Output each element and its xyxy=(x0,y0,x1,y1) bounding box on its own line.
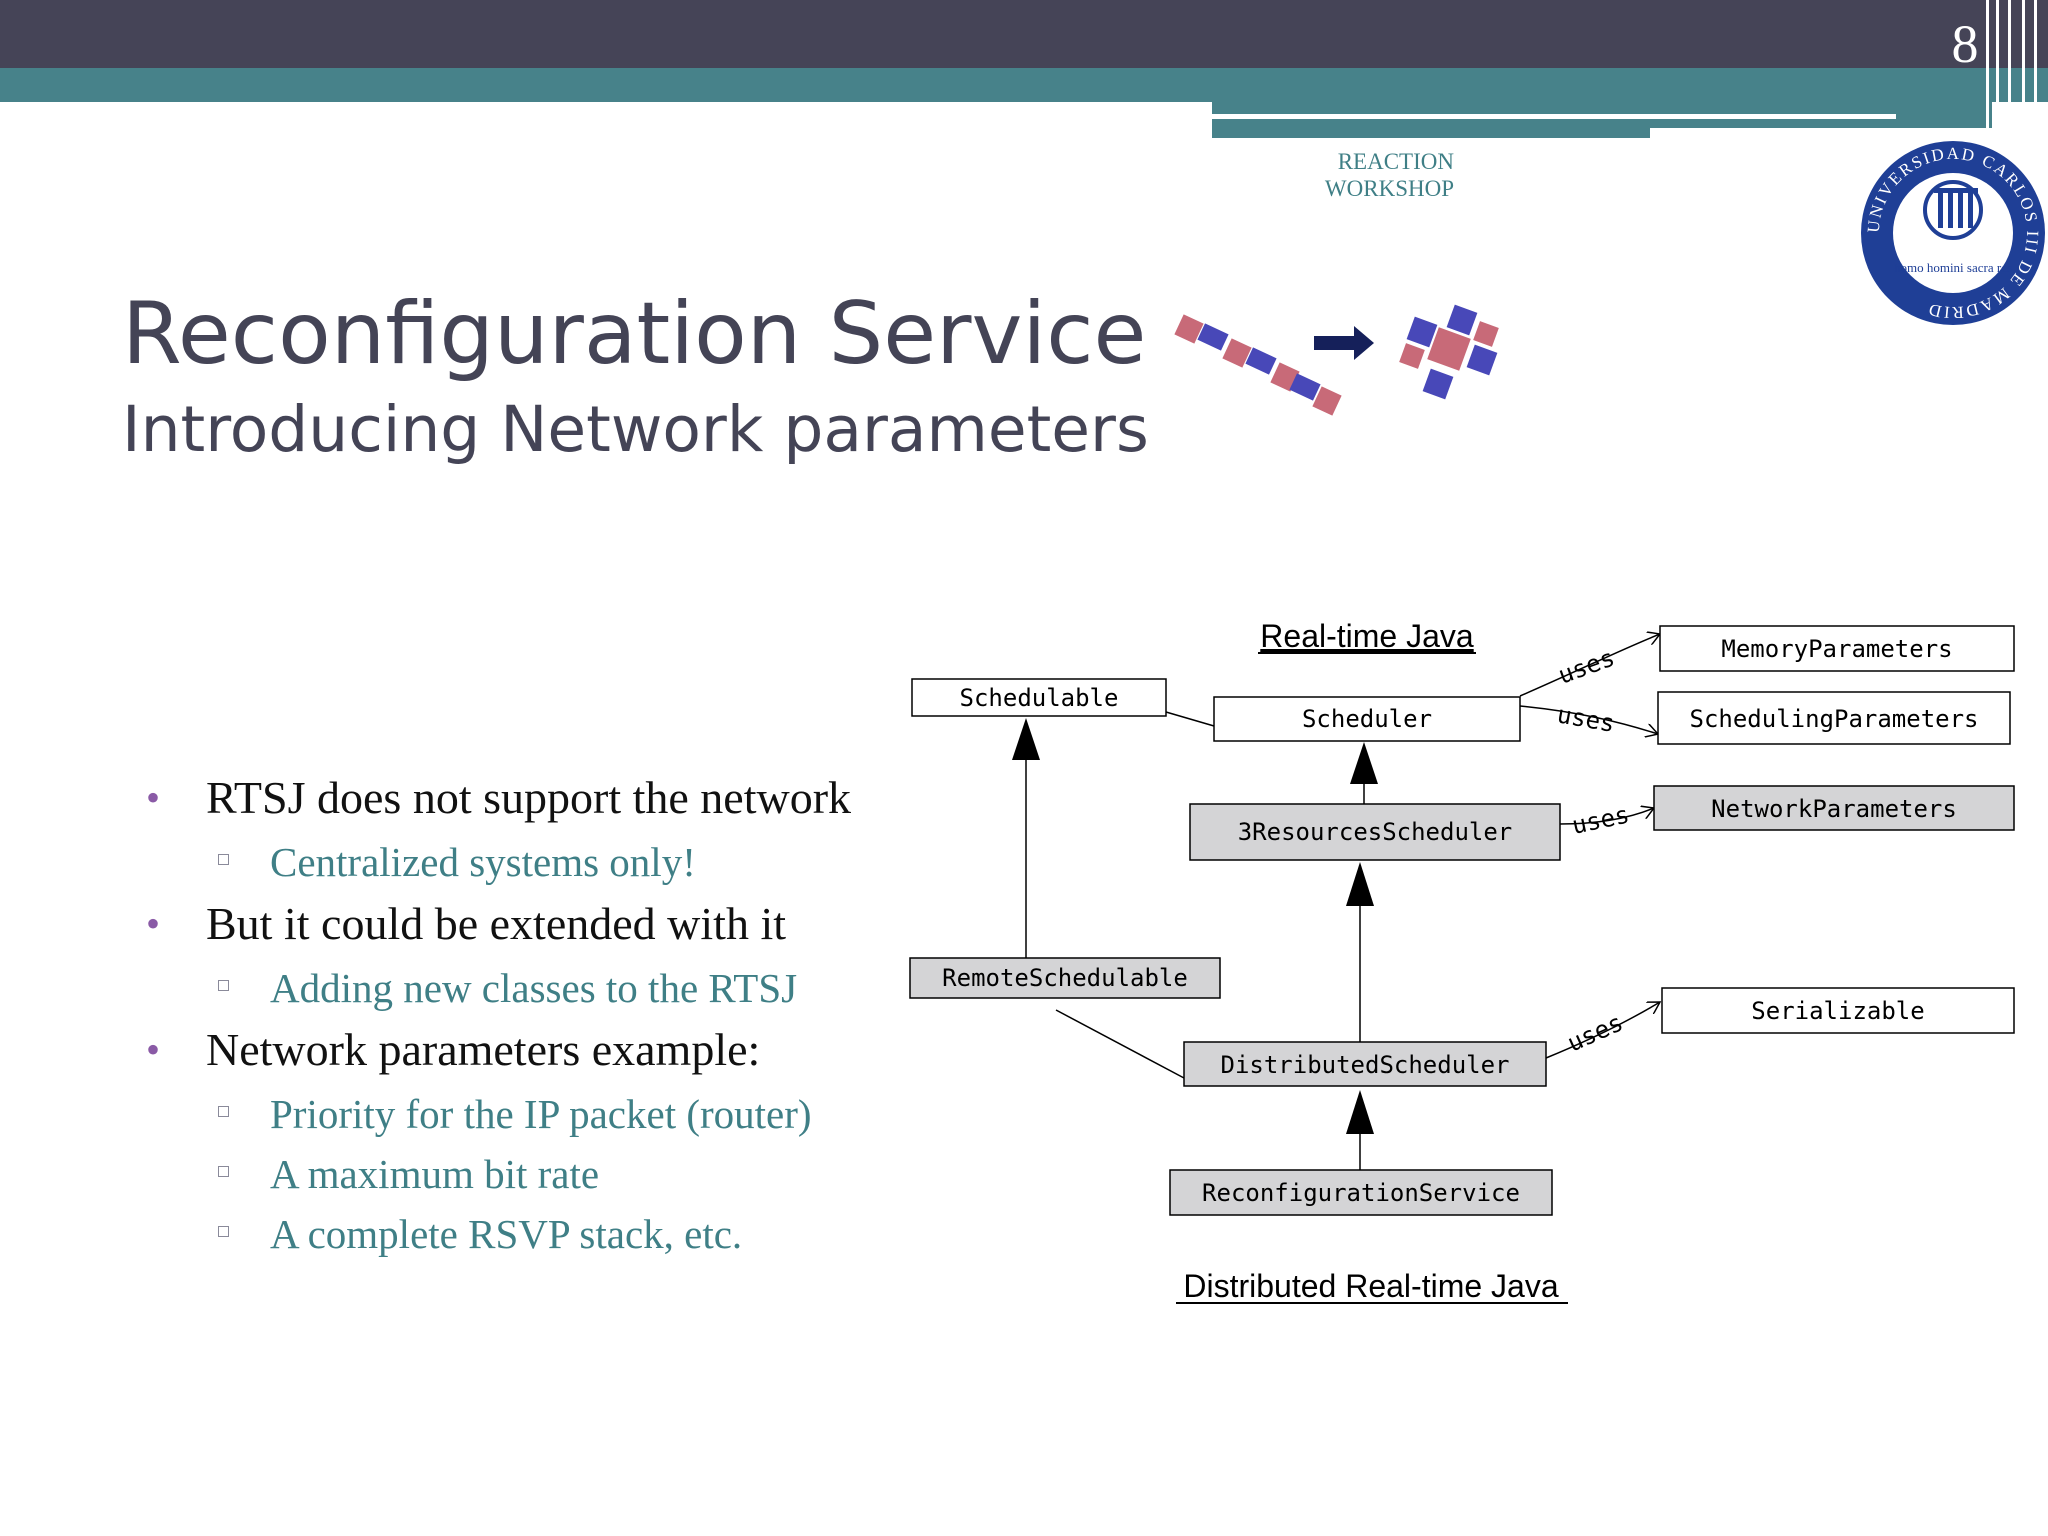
workshop-label: REACTION WORKSHOP xyxy=(1300,148,1454,202)
slide-title: Reconfiguration Service xyxy=(122,284,1147,384)
uses-label: uses xyxy=(1563,1008,1627,1057)
svg-text:homo homini sacra res: homo homini sacra res xyxy=(1894,260,2012,275)
bullet-dot-icon: • xyxy=(146,775,161,820)
sub-bullet-square-icon xyxy=(218,1226,229,1237)
svg-text:Schedulable: Schedulable xyxy=(960,684,1119,712)
class-box-scheduling-parameters: SchedulingParameters xyxy=(1657,691,2011,745)
header-divider-line xyxy=(1212,114,1896,119)
slide-subtitle: Introducing Network parameters xyxy=(122,393,1149,466)
distributed-real-time-java-label: Distributed Real-time Java xyxy=(1183,1268,1558,1304)
sub-bullet-text: Priority for the IP packet (router) xyxy=(270,1091,812,1137)
sub-bullet-item: Centralized systems only! xyxy=(140,836,880,888)
sub-bullet-square-icon xyxy=(218,1166,229,1177)
inheritance-arrowhead xyxy=(1012,718,1040,760)
association-line xyxy=(1165,711,1215,727)
class-box-reconfiguration-service: ReconfigurationService xyxy=(1169,1169,1553,1216)
class-box-serializable: Serializable xyxy=(1661,987,2015,1034)
bullet-dot-icon: • xyxy=(146,1027,161,1072)
header-vertical-line xyxy=(2034,0,2037,138)
linear-modules-icon xyxy=(1174,314,1342,416)
header-bar xyxy=(0,0,2048,68)
inheritance-arrowhead xyxy=(1346,862,1374,906)
sub-bullet-square-icon xyxy=(218,980,229,991)
sub-bullet-text: Adding new classes to the RTSJ xyxy=(270,965,798,1011)
svg-text:ReconfigurationService: ReconfigurationService xyxy=(1202,1179,1520,1207)
sub-bullet-text: A complete RSVP stack, etc. xyxy=(270,1211,743,1257)
sub-bullet-text: A maximum bit rate xyxy=(270,1151,600,1197)
university-seal-logo: UNIVERSIDAD CARLOS III DE MADRID homo ho… xyxy=(1861,141,2045,325)
header-vertical-line xyxy=(1986,0,1989,138)
uses-arrow xyxy=(1519,705,1658,734)
svg-text:SchedulingParameters: SchedulingParameters xyxy=(1690,705,1979,733)
association-line xyxy=(1055,1009,1185,1079)
uses-arrow xyxy=(1545,1002,1660,1059)
uses-arrow xyxy=(1559,808,1654,825)
svg-text:MemoryParameters: MemoryParameters xyxy=(1721,635,1952,663)
class-box-distributed-scheduler: DistributedScheduler xyxy=(1183,1041,1547,1087)
sub-bullet-item: Adding new classes to the RTSJ xyxy=(140,962,880,1014)
sub-bullet-item: Priority for the IP packet (router) xyxy=(140,1088,880,1140)
header-vertical-line xyxy=(2022,0,2025,138)
svg-text:NetworkParameters: NetworkParameters xyxy=(1711,795,1957,823)
class-box-remote-schedulable: RemoteSchedulable xyxy=(909,957,1221,999)
svg-text:DistributedScheduler: DistributedScheduler xyxy=(1221,1051,1510,1079)
bullet-list: • RTSJ does not support the network Cent… xyxy=(140,770,880,1268)
sub-bullet-square-icon xyxy=(218,854,229,865)
real-time-java-label: Real-time Java xyxy=(1260,618,1474,654)
uses-label: uses xyxy=(1555,700,1617,738)
svg-text:Scheduler: Scheduler xyxy=(1302,705,1432,733)
sub-bullet-item: A maximum bit rate xyxy=(140,1148,880,1200)
slide-number: 8 xyxy=(1951,14,1979,74)
bullet-item: • RTSJ does not support the network xyxy=(140,770,880,826)
class-box-schedulable: Schedulable xyxy=(911,678,1167,717)
bullet-text: RTSJ does not support the network xyxy=(206,772,852,823)
sub-bullet-square-icon xyxy=(218,1106,229,1117)
inheritance-arrowhead xyxy=(1346,1090,1374,1134)
uses-label: uses xyxy=(1554,644,1618,690)
workshop-label-line2: WORKSHOP xyxy=(1324,176,1454,201)
svg-text:RemoteSchedulable: RemoteSchedulable xyxy=(942,964,1188,992)
bullet-text: Network parameters example: xyxy=(206,1024,761,1075)
inheritance-arrowhead xyxy=(1350,742,1378,784)
header-accent-bar xyxy=(0,68,2048,102)
class-box-network-parameters: NetworkParameters xyxy=(1653,785,2015,831)
bullet-item: • But it could be extended with it xyxy=(140,896,880,952)
bullet-dot-icon: • xyxy=(146,901,161,946)
bullet-text: But it could be extended with it xyxy=(206,898,787,949)
class-box-scheduler: Scheduler xyxy=(1213,696,1521,742)
header-vertical-line xyxy=(2008,0,2011,110)
uses-label: uses xyxy=(1569,800,1631,839)
uses-arrow xyxy=(1519,634,1660,697)
reconfiguration-cubes-illustration xyxy=(1174,304,1499,416)
arrow-right-icon xyxy=(1314,326,1374,360)
class-box-memory-parameters: MemoryParameters xyxy=(1659,625,2015,672)
bullet-item: • Network parameters example: xyxy=(140,1022,880,1078)
workshop-label-line1: REACTION xyxy=(1337,149,1454,174)
header-divider-line xyxy=(1650,128,2000,140)
sub-bullet-text: Centralized systems only! xyxy=(270,839,696,885)
header-vertical-line xyxy=(1996,0,1999,138)
clustered-modules-icon xyxy=(1399,304,1499,400)
svg-text:Serializable: Serializable xyxy=(1751,997,1924,1025)
sub-bullet-item: A complete RSVP stack, etc. xyxy=(140,1208,880,1260)
svg-text:3ResourcesScheduler: 3ResourcesScheduler xyxy=(1238,818,1513,846)
class-box-3resources-scheduler: 3ResourcesScheduler xyxy=(1189,803,1561,861)
